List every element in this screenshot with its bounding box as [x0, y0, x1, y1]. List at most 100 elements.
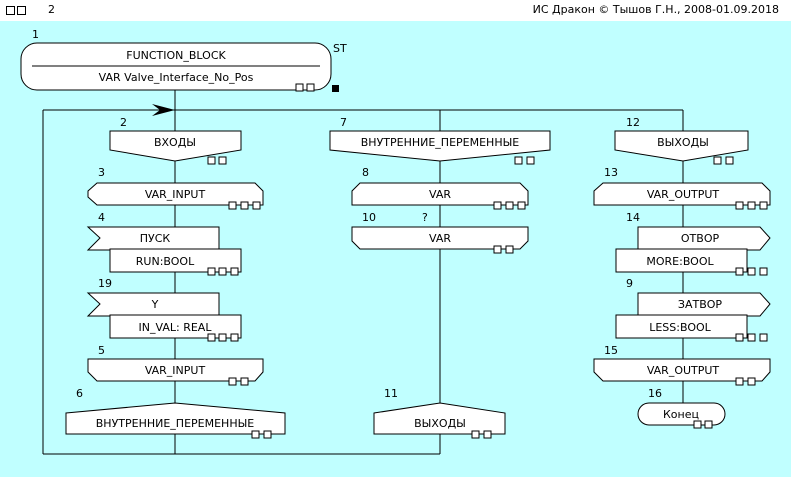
output-otvor[interactable]: ОТВОР MORE:BOOL 14 [615, 211, 771, 276]
square-icon[interactable] [493, 245, 502, 254]
square-icon[interactable] [693, 420, 702, 429]
black-square-icon[interactable] [332, 85, 339, 92]
item-id: 3 [98, 166, 105, 179]
square-icon[interactable] [228, 201, 237, 210]
output-zatvor[interactable]: ЗАТВОР LESS:BOOL 9 [615, 277, 771, 342]
item-id: 12 [626, 116, 640, 129]
block-var-output-end[interactable]: VAR_OUTPUT 15 [593, 344, 771, 386]
square-icon[interactable] [240, 201, 249, 210]
title-line1: FUNCTION_BLOCK [126, 49, 226, 62]
item-id: 6 [76, 387, 83, 400]
square-icon[interactable] [747, 377, 756, 386]
square-icon[interactable] [471, 430, 480, 439]
square-icon[interactable] [252, 201, 261, 210]
item-label: ВНУТРЕННИЕ_ПЕРЕМЕННЫЕ [96, 417, 255, 430]
square-icon[interactable] [228, 377, 237, 386]
square-icon[interactable] [218, 333, 227, 342]
branch-vyhody[interactable]: ВЫХОДЫ 12 [614, 116, 749, 165]
item-label: ЗАТВОР [678, 298, 723, 311]
square-icon[interactable] [483, 430, 492, 439]
block-var-input-end[interactable]: VAR_INPUT 5 [87, 344, 264, 386]
block-var-end[interactable]: VAR 10 ? [351, 211, 529, 254]
square-icon[interactable] [759, 333, 768, 342]
square-icon[interactable] [735, 267, 744, 276]
item-label: ВЫХОДЫ [414, 417, 466, 430]
square-icon[interactable] [218, 156, 227, 165]
copyright-text: ИС Дракон © Тышов Г.Н., 2008-01.09.2018 [532, 3, 779, 16]
square-icon[interactable] [735, 377, 744, 386]
item-label: ВЫХОДЫ [657, 136, 709, 149]
item-label: VAR_OUTPUT [647, 188, 720, 201]
square-icon[interactable] [747, 201, 756, 210]
square-icon[interactable] [295, 83, 304, 92]
square-icon[interactable] [251, 430, 260, 439]
item-id: 1 [32, 28, 39, 41]
end-block[interactable]: Конец 16 [637, 387, 726, 429]
item-id: 11 [384, 387, 398, 400]
item-id: 14 [626, 211, 640, 224]
square-icon[interactable] [230, 333, 239, 342]
item-id: 13 [604, 166, 618, 179]
input-y[interactable]: Y IN_VAL: REAL 19 [86, 277, 242, 342]
square-icon[interactable] [207, 333, 216, 342]
square-icon[interactable] [514, 156, 523, 165]
item-label: ПУСК [140, 232, 171, 245]
item-id: 16 [648, 387, 662, 400]
header-bar: 2 ИС Дракон © Тышов Г.Н., 2008-01.09.201… [0, 0, 791, 21]
item-id: 2 [120, 116, 127, 129]
page-number: 2 [48, 3, 55, 16]
item-label: VAR_INPUT [145, 188, 206, 201]
square-icon[interactable] [517, 201, 526, 210]
block-var-output[interactable]: VAR_OUTPUT 13 [593, 166, 771, 210]
item-label: Y [151, 298, 159, 311]
item-label: IN_VAL: REAL [139, 321, 213, 334]
item-label: ВНУТРЕННИЕ_ПЕРЕМЕННЫЕ [361, 136, 520, 149]
square-icon[interactable] [747, 333, 756, 342]
square-icon[interactable] [526, 156, 535, 165]
item-id: 9 [626, 277, 633, 290]
square-icon[interactable] [713, 156, 722, 165]
square-icon[interactable] [306, 83, 315, 92]
square-icon[interactable] [725, 156, 734, 165]
square-icon[interactable] [505, 201, 514, 210]
address-vyhody[interactable]: ВЫХОДЫ 11 [373, 387, 506, 439]
square-icon[interactable] [704, 420, 713, 429]
item-label: ВХОДЫ [154, 136, 196, 149]
square-icon[interactable] [759, 267, 768, 276]
item-label: Конец [663, 408, 699, 421]
item-label: VAR_OUTPUT [647, 364, 720, 377]
item-id: 7 [340, 116, 347, 129]
side-label: ST [333, 42, 347, 55]
square-icon[interactable] [240, 377, 249, 386]
square-icon[interactable] [207, 156, 216, 165]
square-icon[interactable] [759, 201, 768, 210]
square-icon[interactable] [493, 201, 502, 210]
square-icon[interactable] [218, 267, 227, 276]
item-label: VAR_INPUT [145, 364, 206, 377]
square-icon[interactable] [263, 430, 272, 439]
item-label: VAR [429, 232, 451, 245]
input-pusk[interactable]: ПУСК RUN:BOOL 4 [86, 211, 242, 276]
square-icon[interactable] [17, 6, 26, 15]
block-var-input[interactable]: VAR_INPUT 3 [87, 166, 264, 210]
square-icon[interactable] [230, 267, 239, 276]
item-label: LESS:BOOL [649, 321, 711, 334]
title-block[interactable]: FUNCTION_BLOCK VAR Valve_Interface_No_Po… [20, 28, 347, 92]
item-id: 19 [98, 277, 112, 290]
square-icon[interactable] [6, 6, 15, 15]
square-icon[interactable] [505, 245, 514, 254]
address-vnutrennie[interactable]: ВНУТРЕННИЕ_ПЕРЕМЕННЫЕ 6 [65, 387, 286, 439]
title-line2: VAR Valve_Interface_No_Pos [99, 71, 254, 84]
drakon-diagram: FUNCTION_BLOCK VAR Valve_Interface_No_Po… [20, 28, 771, 455]
branch-vhody[interactable]: ВХОДЫ 2 [109, 116, 242, 165]
item-label: ОТВОР [681, 232, 720, 245]
block-var[interactable]: VAR 8 [351, 166, 529, 210]
square-icon[interactable] [207, 267, 216, 276]
square-icon[interactable] [747, 267, 756, 276]
item-label: MORE:BOOL [646, 255, 714, 268]
square-icon[interactable] [735, 333, 744, 342]
square-icon[interactable] [735, 201, 744, 210]
branch-vnutrennie[interactable]: ВНУТРЕННИЕ_ПЕРЕМЕННЫЕ 7 [329, 116, 551, 165]
arrow-icon [152, 104, 175, 116]
item-id: 8 [362, 166, 369, 179]
